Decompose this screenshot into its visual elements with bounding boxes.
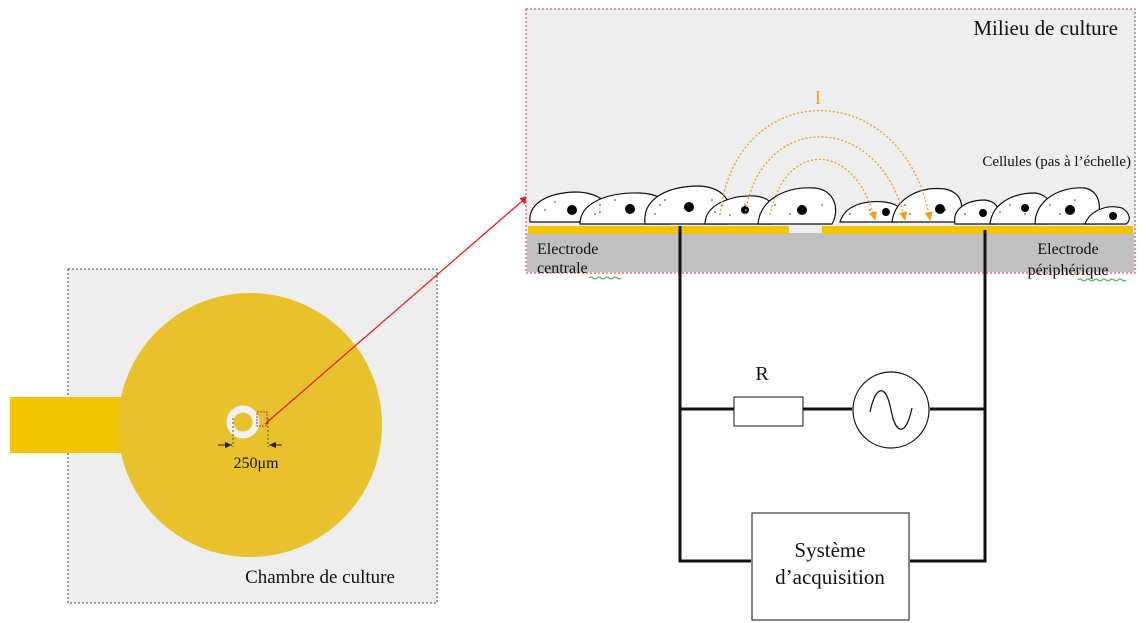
- culture-chamber: 250μm Chambre de culture: [10, 268, 438, 604]
- zoom-region-marker: [256, 411, 268, 427]
- nucleus: [979, 209, 987, 217]
- ac-voltage-source-icon: [852, 371, 930, 449]
- nucleus: [1065, 205, 1075, 215]
- peripheral-electrode-strip: [822, 226, 1133, 234]
- nucleus: [882, 208, 890, 216]
- peripheral-electrode-label-line1: Electrode: [1037, 241, 1098, 258]
- central-electrode-ring: [226, 405, 260, 439]
- cell-nuclei: [567, 202, 1117, 220]
- substrate: [527, 233, 1134, 272]
- nucleus: [935, 204, 945, 214]
- acquisition-system-box: [751, 512, 910, 621]
- current-arc-middle: [744, 136, 908, 221]
- current-arc-inner: [769, 158, 877, 221]
- resistor-label: R: [755, 363, 769, 385]
- spellcheck-underline: [1077, 278, 1127, 282]
- medium-label: Milieu de culture: [973, 16, 1118, 40]
- acquisition-label-line1: Système: [794, 538, 865, 562]
- current-arc-outer: [719, 109, 933, 221]
- nucleus: [1021, 204, 1029, 212]
- cell: [1084, 206, 1130, 225]
- current-lines: [719, 109, 933, 221]
- nucleus: [741, 206, 749, 214]
- nucleus: [684, 202, 694, 212]
- nucleus: [1109, 212, 1117, 220]
- resistor: [733, 396, 804, 427]
- measurement-circuit: [678, 226, 987, 563]
- nucleus: [625, 204, 635, 214]
- cell-layer: [529, 185, 1130, 225]
- central-electrode-label-line2: centrale: [537, 260, 588, 277]
- peripheral-electrode-label-line2: périphérique: [1028, 262, 1109, 279]
- cells-label: Cellules (pas à l’échelle): [982, 154, 1131, 170]
- electrode-lead: [10, 397, 130, 453]
- zoom-arrow: [264, 195, 529, 425]
- scale-label: 250μm: [233, 455, 279, 472]
- acquisition-label-line2: d’acquisition: [775, 565, 885, 589]
- current-label: I: [815, 87, 822, 109]
- nucleus: [567, 205, 577, 215]
- wire-right: [910, 230, 987, 563]
- nucleus: [797, 205, 807, 215]
- wire-left: [678, 226, 751, 563]
- central-electrode-strip: [528, 226, 789, 234]
- cell: [757, 187, 837, 225]
- spellcheck-underline: [588, 276, 622, 280]
- central-electrode-label-line1: Electrode: [537, 241, 598, 258]
- gold-electrode-disc: [118, 293, 382, 557]
- zoomed-cross-section: Milieu de culture Cellules (pas à l’éche…: [525, 8, 1136, 282]
- chamber-label: Chambre de culture: [245, 567, 395, 588]
